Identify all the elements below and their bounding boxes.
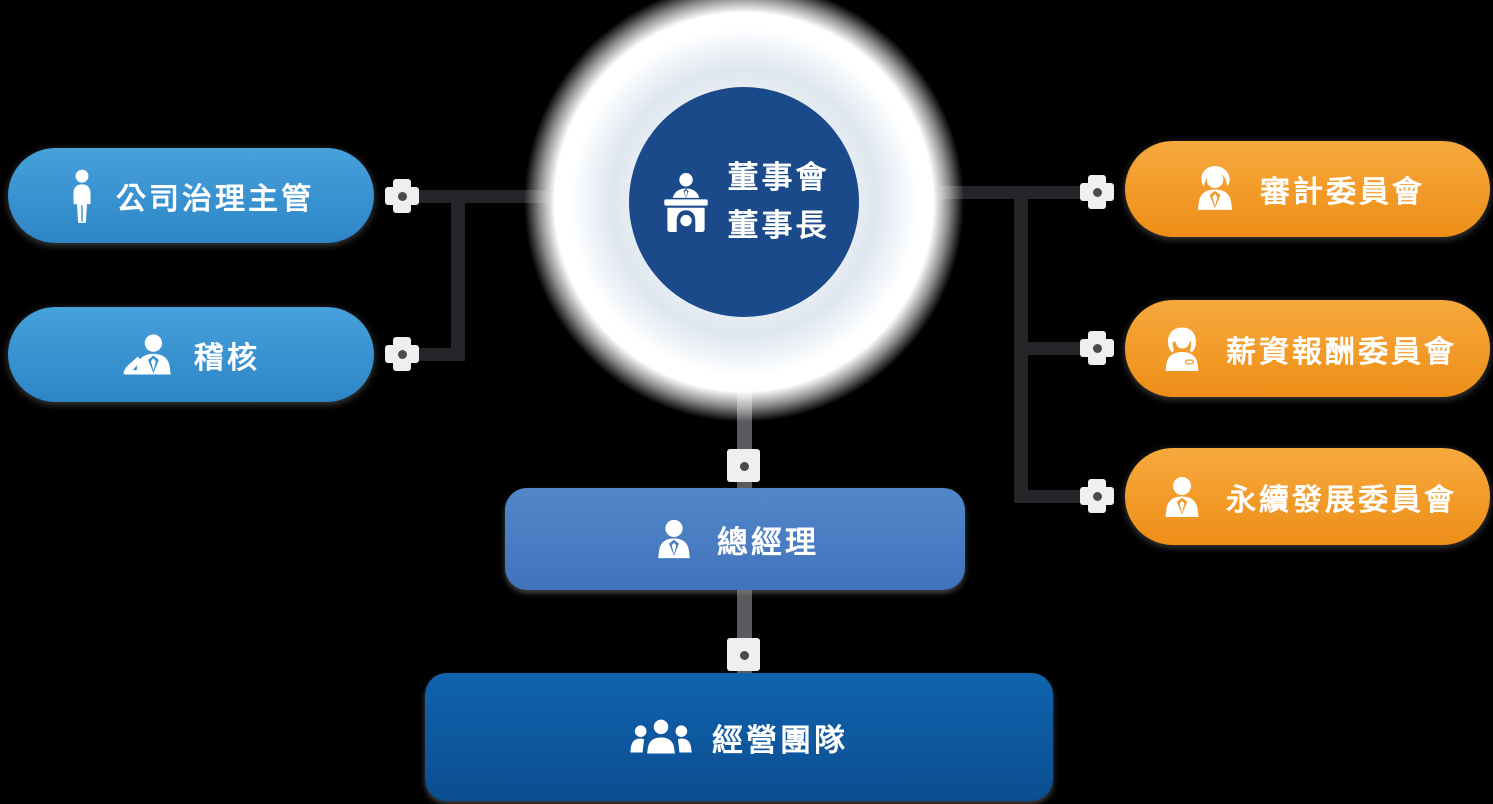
node-internal-audit: 稽核 <box>8 307 374 402</box>
auditor-laptop-icon <box>122 333 174 377</box>
node-board-chairman: 董事會 董事長 <box>629 87 859 317</box>
connector-left-branch-top <box>395 190 548 203</box>
node-label: 薪資報酬委員會 <box>1226 335 1457 369</box>
node-label: 總經理 <box>717 524 819 560</box>
businessman-hair-icon <box>1190 165 1240 213</box>
chairman-title-line1: 董事會 <box>727 159 830 195</box>
standing-person-icon <box>68 169 96 223</box>
node-label: 經營團隊 <box>712 722 848 758</box>
manager-icon <box>651 516 697 562</box>
connector-dot <box>739 650 749 660</box>
connector-node <box>1080 479 1114 513</box>
connector-dot <box>397 349 407 359</box>
chairman-podium-icon <box>659 172 713 232</box>
connector-node <box>1080 331 1114 365</box>
chairman-title-line2: 董事長 <box>727 208 830 243</box>
connector-dot <box>397 191 407 201</box>
node-label: 公司治理主管 <box>116 182 314 216</box>
businessman-icon <box>1158 473 1206 521</box>
connector-node <box>1080 175 1114 209</box>
node-corporate-governance-officer: 公司治理主管 <box>8 148 374 243</box>
node-general-manager: 總經理 <box>505 488 965 590</box>
connector-dot <box>1092 343 1102 353</box>
connector-node <box>385 337 419 371</box>
node-label: 審計委員會 <box>1260 176 1425 209</box>
node-sustainability-committee: 永續發展委員會 <box>1125 448 1490 545</box>
connector-left-trunk <box>451 190 465 361</box>
connector-dot <box>739 461 749 471</box>
connector-node <box>727 449 760 482</box>
node-management-team: 經營團隊 <box>425 673 1053 801</box>
connector-dot <box>1092 491 1102 501</box>
node-compensation-committee: 薪資報酬委員會 <box>1125 300 1490 397</box>
businesswoman-icon <box>1158 324 1206 374</box>
connector-dot <box>1092 187 1102 197</box>
team-icon <box>630 717 692 757</box>
connector-node <box>727 638 760 671</box>
node-label: 稽核 <box>194 341 260 375</box>
node-label: 永續發展委員會 <box>1226 483 1457 517</box>
node-audit-committee: 審計委員會 <box>1125 141 1490 237</box>
connector-node <box>385 179 419 213</box>
connector-right-trunk <box>1014 186 1028 503</box>
chairman-title: 董事會 董事長 <box>728 154 830 250</box>
